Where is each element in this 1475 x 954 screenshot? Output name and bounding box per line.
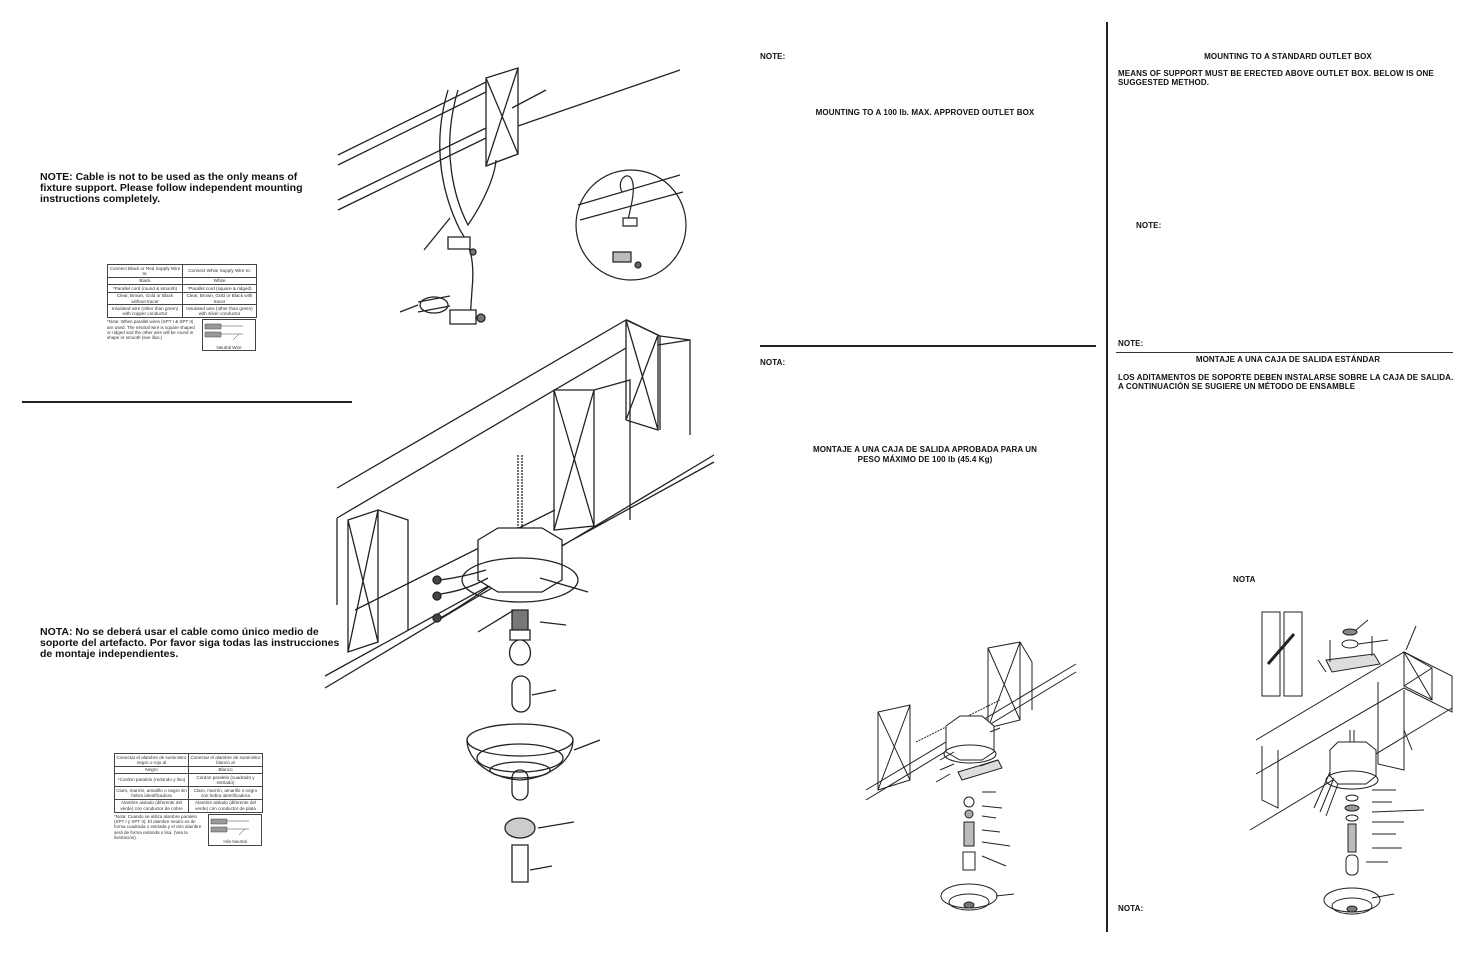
table-cell: Clear, Brown, Gold or Black with tracer	[182, 291, 257, 306]
heading-line: PESO MÁXIMO DE 100 lb (45.4 Kg)	[857, 455, 993, 464]
table-cell: White	[182, 276, 257, 286]
table-cell: Alambre aislado (diferente del verde) co…	[188, 798, 263, 813]
note-label-en: NOTE:	[760, 52, 786, 61]
wiring-table-es: Conectar el alambre de suministro negro …	[114, 753, 264, 846]
heading-line: MONTAJE A UNA CAJA DE SALIDA APROBADA PA…	[812, 445, 1038, 454]
table-cell: Insulated wire (other than green) with c…	[107, 304, 183, 319]
column-divider	[1106, 22, 1108, 932]
table-cell: Black	[107, 276, 183, 286]
neutral-wire-label: Neutral Wire	[216, 344, 242, 350]
table-cell: Claro, marrón, amarillo o negro sin hebr…	[114, 786, 189, 800]
instruction-line: SUGGESTED METHOD.	[1118, 78, 1210, 87]
note-label-es: NOTA:	[760, 358, 786, 367]
table-cell: *Cordon paralelo (redondo y liso)	[114, 773, 189, 788]
support-instruction-es: LOS ADITAMENTOS DE SOPORTE DEBEN INSTALA…	[1118, 373, 1463, 391]
table-cell: Blanco	[188, 765, 263, 775]
table-row: Claro, marrón, amarillo o negro sin hebr…	[114, 786, 263, 800]
instruction-line: A CONTINUACIÓN SE SUGIERE UN MÉTODO DE E…	[1118, 382, 1356, 391]
table-row: Alambre aislado (diferente del verde) co…	[114, 798, 263, 813]
heading-approved-box-es: MONTAJE A UNA CAJA DE SALIDA APROBADA PA…	[760, 445, 1090, 465]
heading-standard-box-es: MONTAJE A UNA CAJA DE SALIDA ESTÁNDAR	[1195, 355, 1381, 364]
table-cell: Alambre aislado (diferente del verde) co…	[114, 798, 189, 813]
table-cell: Negro	[114, 765, 189, 775]
table-cell: Insulated wire (other than green) with s…	[182, 304, 257, 319]
section-divider	[22, 401, 352, 403]
table-cell: Conectar el alambre de suministro blanco…	[188, 753, 263, 767]
heading-approved-box-en: MOUNTING TO A 100 lb. MAX. APPROVED OUTL…	[815, 108, 1035, 117]
table-cell: Connect White Supply Wire to:	[182, 264, 257, 278]
neutral-wire-figure: Neutral Wire	[202, 319, 256, 352]
neutral-wire-label: Hilo Neutral	[223, 839, 247, 845]
table-row: Insulated wire (other than green) with c…	[107, 304, 257, 319]
table-cell: *Parallel cord (square & ridged)	[182, 284, 257, 293]
table-row: Connect Black or Red Supply Wire to: Con…	[107, 264, 257, 278]
cable-loop-illustration	[330, 40, 690, 360]
section-divider	[1116, 352, 1453, 353]
wire-illustration	[209, 815, 261, 845]
nota-label-mid: NOTA	[1233, 575, 1256, 584]
table-row: Conectar el alambre de suministro negro …	[114, 753, 263, 767]
nota-label-footer: NOTA:	[1118, 904, 1144, 913]
table-row: Black White	[107, 276, 257, 286]
chain-hang-illustration	[325, 315, 715, 885]
table-cell: Claro, marrón, amarillo o negro con hebr…	[188, 786, 263, 800]
instruction-line: MEANS OF SUPPORT MUST BE ERECTED ABOVE O…	[1118, 69, 1434, 78]
cable-support-note-es: NOTA: No se deberá usar el cable como ún…	[40, 626, 340, 660]
table-row: *Cordon paralelo (redondo y liso) Cordon…	[114, 773, 263, 788]
instruction-line: LOS ADITAMENTOS DE SOPORTE DEBEN INSTALA…	[1118, 373, 1454, 382]
heading-standard-box-en: MOUNTING TO A STANDARD OUTLET BOX	[1204, 52, 1372, 61]
table-cell: *Parallel cord (round & smooth)	[107, 284, 183, 293]
table-cell: Cordon paralelo (cuadrado y estriado)	[188, 773, 263, 788]
table-cell: Conectar el alambre de suministro negro …	[114, 753, 189, 767]
table-cell: Clear, Brown, Gold or Black without trac…	[107, 291, 183, 306]
wire-illustration	[203, 320, 255, 350]
table-row: Clear, Brown, Gold or Black without trac…	[107, 291, 257, 306]
table-row: *Parallel cord (round & smooth) *Paralle…	[107, 284, 257, 293]
table-cell: Connect Black or Red Supply Wire to:	[107, 264, 183, 278]
table-footnote: *Nota: Cuando se utiliza alambre paralel…	[114, 813, 202, 841]
table-row: Negro Blanco	[114, 765, 263, 775]
standard-box-illustration	[1248, 605, 1458, 915]
cable-support-note-en: NOTE: Cable is not to be used as the onl…	[40, 171, 303, 205]
note-label-bottom: NOTE:	[1118, 339, 1144, 348]
section-divider	[760, 345, 1096, 347]
table-footnote: *Note: When parallel wires (SPT I & SPT …	[107, 319, 195, 341]
approved-box-illustration	[860, 640, 1080, 915]
neutral-wire-figure: Hilo Neutral	[208, 813, 262, 846]
wiring-table-en: Connect Black or Red Supply Wire to: Con…	[107, 264, 257, 352]
note-label-mid: NOTE:	[1136, 221, 1162, 230]
support-instruction-en: MEANS OF SUPPORT MUST BE ERECTED ABOVE O…	[1118, 69, 1463, 87]
